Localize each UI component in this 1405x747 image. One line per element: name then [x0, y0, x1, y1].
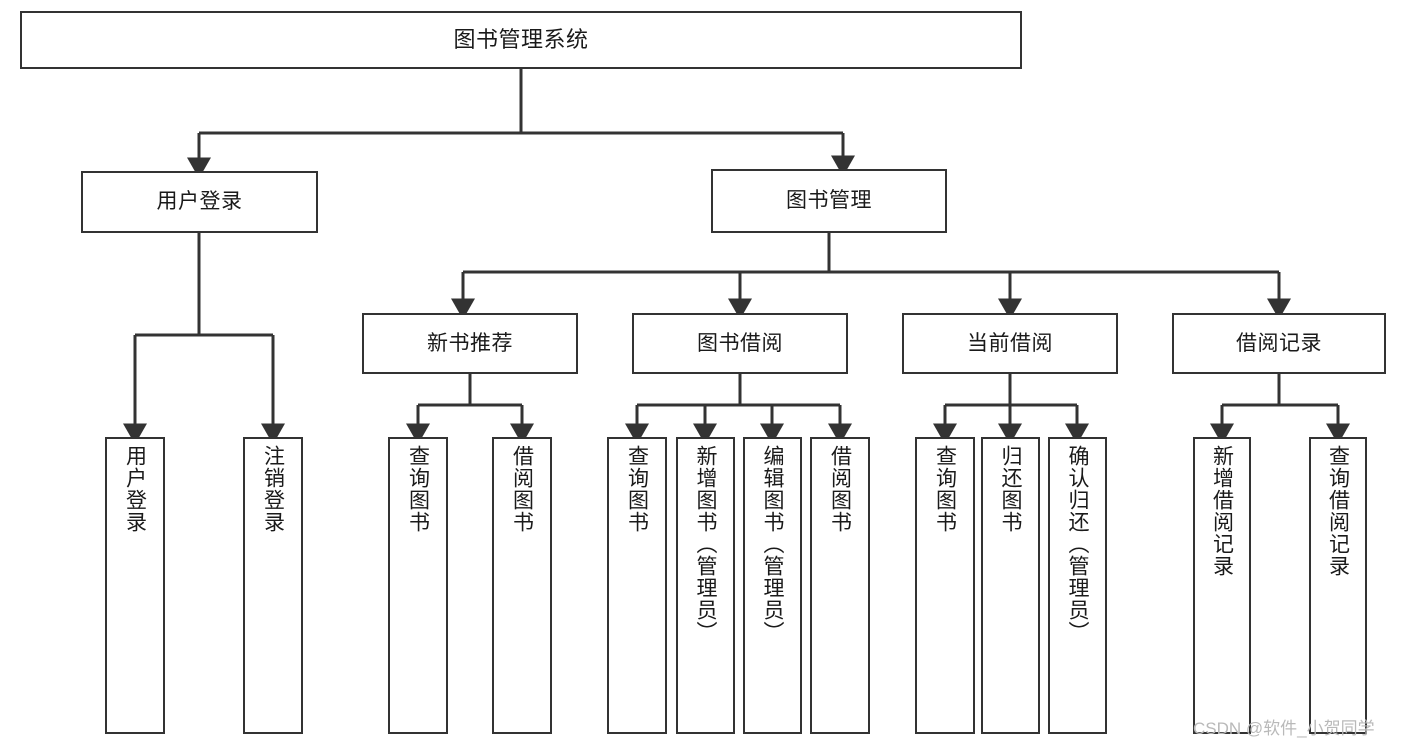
node-label: 查询借阅记录 [1326, 445, 1350, 577]
node-label: 图书管理 [786, 189, 872, 213]
node-leaf-edit-book-admin[interactable]: 编辑图书（管理员） [743, 437, 802, 734]
node-label: 用户登录 [123, 445, 147, 533]
node-label: 当前借阅 [967, 331, 1053, 355]
node-leaf-logout[interactable]: 注销登录 [243, 437, 303, 734]
node-current-borrow[interactable]: 当前借阅 [902, 313, 1118, 374]
node-label: 新增借阅记录 [1210, 445, 1234, 577]
node-label: 新书推荐 [427, 331, 513, 355]
node-leaf-query-borrow-record[interactable]: 查询借阅记录 [1309, 437, 1367, 734]
node-label: 查询图书 [625, 445, 649, 533]
node-book-management[interactable]: 图书管理 [711, 169, 947, 233]
node-label: 借阅记录 [1236, 331, 1322, 355]
node-book-borrow[interactable]: 图书借阅 [632, 313, 848, 374]
node-label: 查询图书 [406, 445, 430, 533]
node-label: 注销登录 [261, 445, 285, 533]
node-label: 用户登录 [156, 190, 243, 214]
node-leaf-add-borrow-record[interactable]: 新增借阅记录 [1193, 437, 1251, 734]
node-label: 新增图书（管理员） [694, 445, 717, 643]
node-leaf-query-book-current[interactable]: 查询图书 [915, 437, 975, 734]
node-label: 图书借阅 [697, 331, 783, 355]
node-label: 确认归还（管理员） [1066, 445, 1089, 643]
csdn-watermark: CSDN @软件_小贺同学 [1193, 719, 1375, 738]
node-label: 编辑图书（管理员） [761, 445, 784, 643]
node-label: 借阅图书 [828, 445, 852, 533]
node-new-book-recommend[interactable]: 新书推荐 [362, 313, 578, 374]
node-leaf-borrow-book[interactable]: 借阅图书 [810, 437, 870, 734]
node-label: 图书管理系统 [453, 26, 589, 52]
node-label: 归还图书 [999, 445, 1022, 533]
node-leaf-confirm-return-admin[interactable]: 确认归还（管理员） [1048, 437, 1107, 734]
node-leaf-user-login[interactable]: 用户登录 [105, 437, 165, 734]
node-leaf-add-book-admin[interactable]: 新增图书（管理员） [676, 437, 735, 734]
node-leaf-return-book[interactable]: 归还图书 [981, 437, 1040, 734]
node-borrow-record[interactable]: 借阅记录 [1172, 313, 1386, 374]
node-root-system[interactable]: 图书管理系统 [20, 11, 1022, 69]
node-label: 借阅图书 [510, 445, 534, 533]
node-user-login[interactable]: 用户登录 [81, 171, 318, 233]
node-leaf-borrow-book-newbook[interactable]: 借阅图书 [492, 437, 552, 734]
node-leaf-query-book-borrow[interactable]: 查询图书 [607, 437, 667, 734]
node-leaf-query-book-newbook[interactable]: 查询图书 [388, 437, 448, 734]
node-label: 查询图书 [933, 445, 957, 533]
